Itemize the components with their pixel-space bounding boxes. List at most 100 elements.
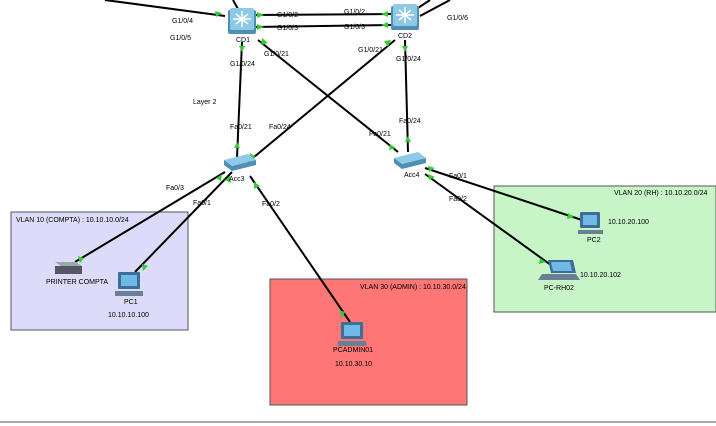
switch-icon xyxy=(224,154,256,166)
port-label-cd1-g1024: G1/0/24 xyxy=(230,61,255,68)
port-label-acc4-fa02: Fa0/2 xyxy=(449,196,467,203)
port-indicator-cd1-g104 xyxy=(215,11,222,17)
port-label-cd1-g105: G1/0/5 xyxy=(170,35,191,42)
pcadmin01-ip: 10.10.30.10 xyxy=(335,361,372,368)
device-pc1[interactable] xyxy=(115,272,143,296)
link-cd1-cd2-g103[interactable] xyxy=(252,24,393,28)
port-indicator-acc4-fa02 xyxy=(428,174,435,180)
port-indicator-cd2-g102 xyxy=(381,11,388,17)
vlan30-area[interactable] xyxy=(269,278,468,406)
pc-base xyxy=(578,230,603,234)
pc1-label: PC1 xyxy=(124,299,138,306)
port-indicator-pc1 xyxy=(142,264,148,271)
port-label-cd2-g102: G1/0/2 xyxy=(344,9,365,16)
link-acc3-pcadmin01[interactable] xyxy=(249,175,351,323)
pcrh02-label: PC-RH02 xyxy=(544,285,574,292)
link-cd2-acc3[interactable] xyxy=(247,39,396,163)
link-cd1-cd2-g102[interactable] xyxy=(252,13,393,16)
cd1-label: CD1 xyxy=(236,37,250,44)
pc-screen xyxy=(344,325,360,336)
port-label-acc4-fa01: Fa0/1 xyxy=(449,173,467,180)
vlan10-title: VLAN 10 (COMPTA) : 10.10.10.0/24 xyxy=(16,217,129,224)
acc4-label: Acc4 xyxy=(404,172,420,179)
port-label-cd1-g1021: G1/0/21 xyxy=(264,51,289,58)
port-indicator-acc3-fa021 xyxy=(234,142,240,148)
port-indicator-cd1-g1021 xyxy=(261,38,268,45)
port-indicator-acc3-fa01 xyxy=(225,176,231,183)
port-indicator-printer xyxy=(78,256,84,263)
port-label-cd2-g103: G1/0/3 xyxy=(344,24,365,31)
switch-icon xyxy=(394,152,426,164)
links xyxy=(74,0,583,323)
port-indicator-pcadmin01 xyxy=(339,310,345,318)
printer-icon xyxy=(55,262,82,266)
device-pcrh02[interactable] xyxy=(538,260,580,280)
port-label-cd2-g1024: G1/0/24 xyxy=(396,56,421,63)
vlan20-title: VLAN 20 (RH) : 10.10.20.0/24 xyxy=(614,190,707,197)
port-indicator-cd2-g1024 xyxy=(402,46,408,52)
device-cd2[interactable] xyxy=(391,4,419,30)
link-cd1-uplink-top[interactable] xyxy=(232,0,239,10)
laptop-base xyxy=(538,274,580,280)
switch-front xyxy=(402,158,426,169)
port-label-acc4-fa021: Fa0/21 xyxy=(369,131,391,138)
device-acc3[interactable] xyxy=(224,154,256,171)
port-indicator-cd2-g103 xyxy=(381,22,388,28)
port-label-acc4-fa024: Fa0/24 xyxy=(399,118,421,125)
port-indicator-cd1-g1024 xyxy=(239,46,245,52)
port-label-cd2-g106: G1/0/6 xyxy=(447,15,468,22)
port-label-acc3-fa024: Fa0/24 xyxy=(269,124,291,131)
printer-body xyxy=(55,266,82,274)
pcrh02-ip: 10.10.20.102 xyxy=(580,272,621,279)
port-label-cd2-g1021: G1/0/21 xyxy=(358,47,383,54)
switch-side xyxy=(394,158,402,169)
link-acc3-printer[interactable] xyxy=(74,171,226,263)
link-cd2-uplink-right2[interactable] xyxy=(419,0,451,17)
pcadmin01-label: PCADMIN01 xyxy=(333,347,373,354)
device-cd1[interactable] xyxy=(228,8,256,34)
port-indicator-acc4-fa01 xyxy=(428,166,435,172)
port-indicator-acc4-fa021 xyxy=(389,144,396,150)
acc3-label: Acc3 xyxy=(229,176,245,183)
pc-screen xyxy=(121,275,137,286)
pc-base xyxy=(115,291,143,296)
device-pc2[interactable] xyxy=(578,212,603,234)
pc2-ip: 10.10.20.100 xyxy=(608,219,649,226)
pc2-label: PC2 xyxy=(587,237,601,244)
link-acc4-pc2[interactable] xyxy=(424,167,583,221)
link-cd2-acc4[interactable] xyxy=(404,39,409,153)
switch-front xyxy=(232,160,256,171)
pc1-ip: 10.10.10.100 xyxy=(108,312,149,319)
port-indicator-cd1-g102 xyxy=(257,12,264,18)
cd2-label: CD2 xyxy=(398,33,412,40)
pc-screen xyxy=(583,215,597,225)
port-indicator-cd2-g1021 xyxy=(384,40,391,47)
port-label-cd1-g103: G1/0/3 xyxy=(277,25,298,32)
device-pcadmin01[interactable] xyxy=(338,322,366,346)
port-indicator-cd1-g103 xyxy=(257,24,264,30)
laptop-screen xyxy=(551,262,572,271)
port-indicator-pc2 xyxy=(567,213,574,219)
vlan20-area[interactable] xyxy=(493,185,716,313)
multilayer-switch-arrows xyxy=(396,7,414,23)
vlan10-area[interactable] xyxy=(10,211,189,331)
switch-side xyxy=(224,160,232,171)
port-label-acc3-fa021: Fa0/21 xyxy=(230,124,252,131)
device-acc4[interactable] xyxy=(394,152,426,169)
link-acc4-pcrh02[interactable] xyxy=(424,173,556,269)
printer-label: PRINTER COMPTA xyxy=(46,279,108,286)
port-indicator-pcrh02 xyxy=(539,258,546,264)
port-indicators xyxy=(78,11,574,318)
port-indicator-acc3-fa02 xyxy=(254,182,260,189)
link-acc3-pc1[interactable] xyxy=(134,171,233,273)
port-indicator-acc4-fa024 xyxy=(405,136,411,142)
port-label-acc3-fa02: Fa0/2 xyxy=(262,201,280,208)
link-cd1-uplink-left[interactable] xyxy=(104,0,226,17)
port-label-cd1-g104: G1/0/4 xyxy=(172,18,193,25)
port-indicator-acc3-fa03 xyxy=(216,174,222,181)
link-cd1-acc3[interactable] xyxy=(236,41,243,159)
device-printer[interactable] xyxy=(55,262,82,274)
port-label-acc3-fa01: Fa0/1 xyxy=(193,200,211,207)
pc-base xyxy=(338,341,366,346)
